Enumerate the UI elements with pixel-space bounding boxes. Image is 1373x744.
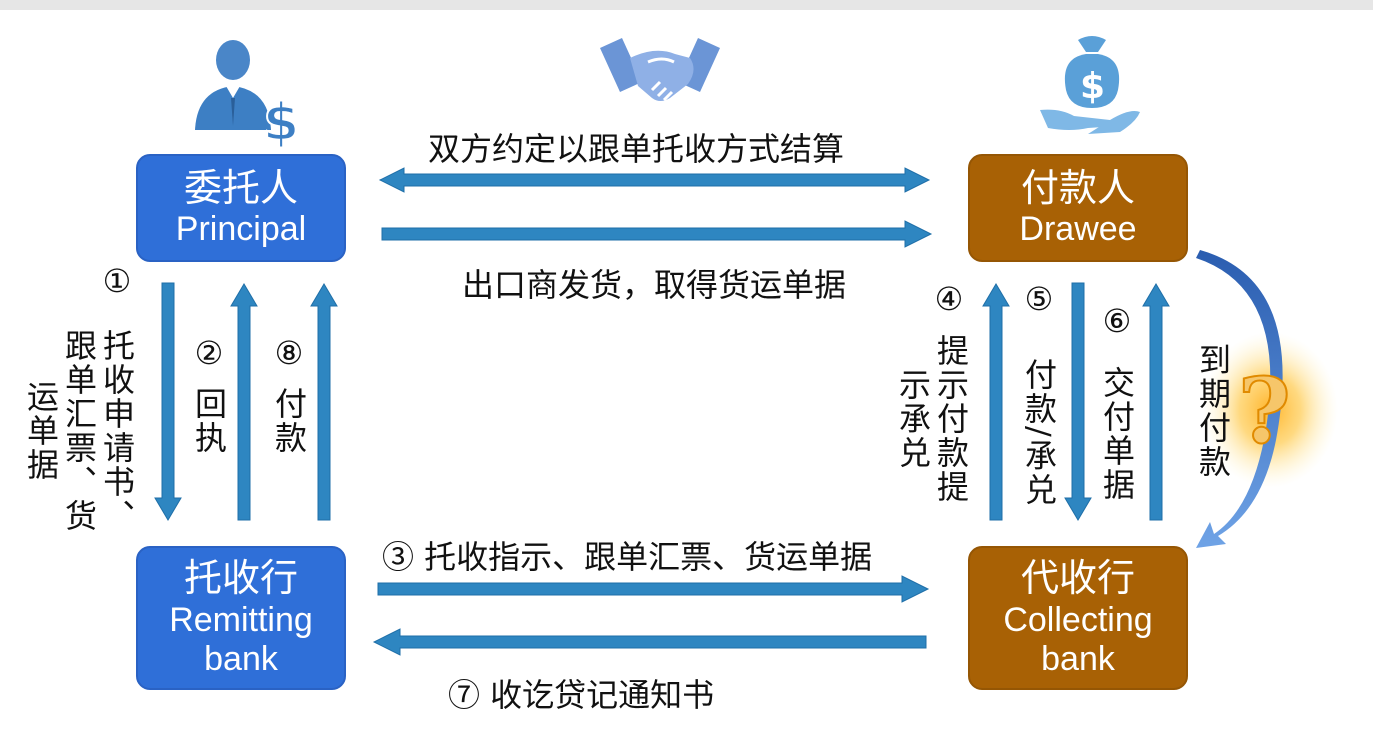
arrow-step4-up: [982, 283, 1010, 521]
money-bag-hand-icon: $: [1040, 36, 1140, 134]
handshake-icon: [600, 38, 720, 102]
label-step8-text: 付款: [270, 387, 308, 455]
label-step2-num: ②: [194, 334, 224, 372]
node-collecting-bank-en1: Collecting: [1003, 600, 1153, 639]
node-drawee-zh: 付款人: [1020, 165, 1135, 210]
svg-text:$: $: [263, 93, 299, 153]
node-drawee: 付款人 Drawee: [968, 154, 1188, 262]
arrow-agreement: [378, 167, 931, 193]
svg-text:$: $: [1080, 66, 1105, 107]
label-maturity: 到期付款: [1194, 343, 1232, 479]
label-step4-text: 提示付款提示承兑: [894, 334, 970, 504]
arrow-step6-up: [1142, 283, 1170, 521]
label-shipment: 出口商发货，取得货运单据: [462, 266, 847, 304]
label-step2-text: 回执: [190, 387, 228, 455]
arrow-shipment: [381, 220, 933, 248]
collection-flow-diagram: $ $: [0, 10, 1373, 744]
node-collecting-bank-zh: 代收行: [1020, 556, 1135, 601]
diagram-graphics: $ $: [154, 36, 1338, 656]
node-remitting-bank-en1: Remitting: [169, 600, 313, 639]
node-principal: 委托人 Principal: [136, 154, 346, 262]
node-principal-en: Principal: [175, 210, 307, 249]
arrow-step5-down: [1064, 282, 1092, 521]
businessman-dollar-icon: $: [195, 40, 300, 154]
label-step5-num: ⑤: [1024, 280, 1054, 318]
arrow-step3: [377, 575, 930, 603]
label-step1-num: ①: [102, 262, 132, 300]
label-step7: ⑦ 收讫贷记通知书: [448, 676, 715, 714]
label-step5-text: 付款/承兑: [1020, 357, 1058, 507]
label-agreement: 双方约定以跟单托收方式结算: [428, 130, 845, 168]
arrow-step8-up: [310, 283, 338, 521]
label-step6-num: ⑥: [1102, 302, 1132, 340]
arrow-step2-up: [230, 283, 258, 521]
node-remitting-bank-zh: 托收行: [183, 556, 298, 601]
node-collecting-bank-en2: bank: [1041, 639, 1115, 678]
arrow-step7: [372, 628, 927, 656]
question-mark-icon: ?: [1238, 358, 1291, 464]
label-step3: ③ 托收指示、跟单汇票、货运单据: [382, 538, 873, 576]
node-remitting-bank-en2: bank: [204, 639, 278, 678]
arrow-maturity-curve: [1196, 250, 1283, 548]
label-step1-text: 托收申请书、跟单汇票、货运单据: [22, 329, 136, 533]
label-step8-num: ⑧: [274, 334, 304, 372]
node-collecting-bank: 代收行 Collecting bank: [968, 546, 1188, 690]
arrow-step1-down: [154, 282, 182, 521]
label-step6-text: 交付单据: [1098, 366, 1136, 502]
node-remitting-bank: 托收行 Remitting bank: [136, 546, 346, 690]
node-drawee-en: Drawee: [1019, 210, 1137, 249]
node-principal-zh: 委托人: [183, 165, 298, 210]
label-step4-num: ④: [934, 280, 964, 318]
